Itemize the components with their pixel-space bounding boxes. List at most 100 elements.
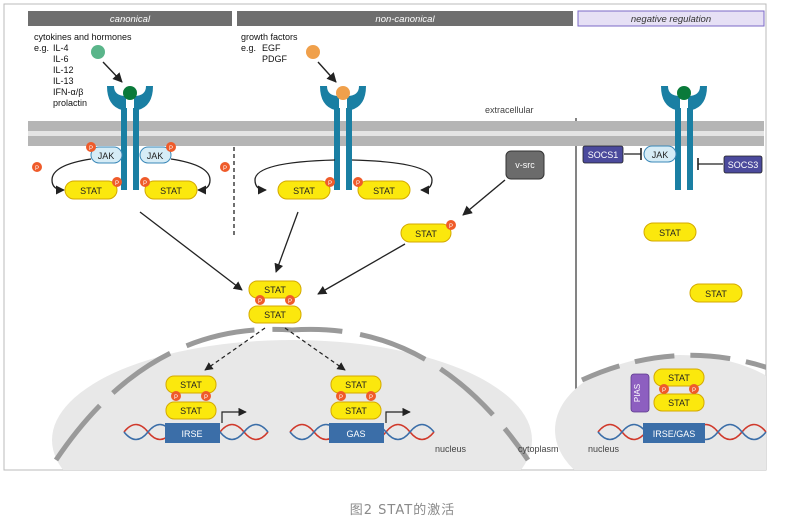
bound-growth-factor: [336, 86, 350, 100]
jak-negative: [643, 145, 677, 163]
stat-noncanonical-left: [277, 180, 331, 200]
svg-text:STAT: STAT: [345, 380, 367, 390]
svg-text:P: P: [369, 395, 373, 401]
svg-text:P: P: [89, 146, 93, 152]
pias-label: PIAS: [633, 384, 642, 402]
stat-dimer-central: STAT STAT P P: [248, 280, 302, 324]
svg-text:STAT: STAT: [668, 373, 690, 383]
svg-text:P: P: [339, 395, 343, 401]
ligand-il6: IL-6: [53, 54, 69, 64]
stat-unphosphorylated-upper: [643, 222, 697, 242]
stat-dimer-irse: STAT STAT P P: [165, 375, 217, 420]
canonical-ligand-heading: cytokines and hormones: [34, 32, 132, 42]
svg-text:STAT: STAT: [293, 186, 315, 196]
socs3-inhibitor: [723, 155, 763, 174]
stat-canonical-left: [64, 180, 118, 200]
canonical-header: [28, 11, 232, 26]
non-canonical-ligand-heading: growth factors: [241, 32, 298, 42]
svg-text:P: P: [35, 166, 39, 172]
nuclear-envelope-negative: [580, 352, 766, 383]
gas-label: GAS: [346, 429, 365, 439]
canonical-eg: e.g.: [34, 43, 49, 53]
jak-right-phospho: [166, 142, 176, 152]
svg-text:P: P: [356, 181, 360, 187]
stat-dimer-gas: STAT STAT P P: [330, 375, 382, 420]
svg-text:STAT: STAT: [345, 406, 367, 416]
ligand-pdgf: PDGF: [262, 54, 288, 64]
irse-label: IRSE: [181, 429, 202, 439]
extracellular-label: extracellular: [485, 105, 534, 115]
nucleus-label-main: nucleus: [435, 444, 467, 454]
pias-inhibitor: [630, 373, 650, 413]
stat-vsrc: [400, 223, 452, 243]
non-canonical-eg: e.g.: [241, 43, 256, 53]
jak-right: [139, 146, 172, 164]
jak-negative-label: JAK: [652, 150, 669, 160]
svg-text:STAT: STAT: [705, 289, 727, 299]
ligand-egf: EGF: [262, 43, 281, 53]
svg-text:STAT: STAT: [668, 398, 690, 408]
irse-promoter: [165, 423, 220, 443]
stat-vsrc-phospho: [446, 220, 456, 230]
socs1-label: SOCS1: [588, 150, 619, 160]
svg-text:STAT: STAT: [659, 228, 681, 238]
bound-ligand-negative: [677, 86, 691, 100]
socs3-label: SOCS3: [728, 160, 759, 170]
svg-text:STAT: STAT: [373, 186, 395, 196]
svg-text:STAT: STAT: [264, 310, 286, 320]
svg-text:STAT: STAT: [180, 380, 202, 390]
canonical-header-label: canonical: [110, 14, 151, 25]
free-phospho-right: [220, 162, 230, 172]
stat-noncanonical-right-phospho: [353, 177, 363, 187]
svg-text:P: P: [258, 299, 262, 305]
svg-text:P: P: [143, 181, 147, 187]
svg-text:P: P: [174, 395, 178, 401]
ligand-ifn: IFN-α/β: [53, 87, 83, 97]
jak-right-label: JAK: [147, 151, 164, 161]
vsrc-label: v-src: [515, 160, 535, 170]
growth-factor-receptor: [320, 86, 366, 190]
svg-text:P: P: [692, 388, 696, 394]
svg-text:P: P: [169, 146, 173, 152]
svg-text:P: P: [662, 388, 666, 394]
ligand-il4: IL-4: [53, 43, 69, 53]
svg-text:P: P: [328, 181, 332, 187]
svg-text:STAT: STAT: [415, 229, 437, 239]
nucleus-label-negative: nucleus: [588, 444, 620, 454]
ligand-il13: IL-13: [53, 76, 74, 86]
socs1-inhibitor: [582, 145, 624, 164]
gas-promoter: [329, 423, 384, 443]
jak-left-label: JAK: [98, 151, 115, 161]
non-canonical-header: [237, 11, 573, 26]
vsrc-kinase: [505, 150, 545, 180]
stat-canonical-left-phospho: [112, 177, 122, 187]
svg-text:STAT: STAT: [160, 186, 182, 196]
stat-unphosphorylated-lower: [689, 283, 743, 303]
svg-text:P: P: [449, 224, 453, 230]
cytokine-ligand: [91, 45, 105, 59]
stat-noncanonical-left-phospho: [325, 177, 335, 187]
jak-left-phospho: [86, 142, 96, 152]
svg-text:P: P: [223, 166, 227, 172]
ligand-prolactin: prolactin: [53, 98, 87, 108]
ligand-il12: IL-12: [53, 65, 74, 75]
jak-left: [90, 146, 123, 164]
irse-gas-promoter: [643, 423, 705, 443]
irse-gas-label: IRSE/GAS: [653, 429, 696, 439]
irse-transcription-arrow: [221, 407, 247, 423]
stat-canonical-right: [144, 180, 198, 200]
svg-text:P: P: [288, 299, 292, 305]
negative-regulation-header-label: negative regulation: [631, 14, 711, 25]
nucleus-negative: [555, 355, 766, 470]
gas-transcription-arrow: [385, 407, 411, 423]
svg-text:P: P: [115, 181, 119, 187]
growth-factor-ligand: [306, 45, 320, 59]
bound-cytokine: [123, 86, 137, 100]
figure-caption: 图2 STAT的激活: [349, 503, 456, 518]
svg-text:STAT: STAT: [180, 406, 202, 416]
cytoplasm-label: cytoplasm: [518, 444, 559, 454]
nuclear-envelope-main: [53, 326, 531, 462]
svg-text:P: P: [204, 395, 208, 401]
svg-text:STAT: STAT: [264, 285, 286, 295]
